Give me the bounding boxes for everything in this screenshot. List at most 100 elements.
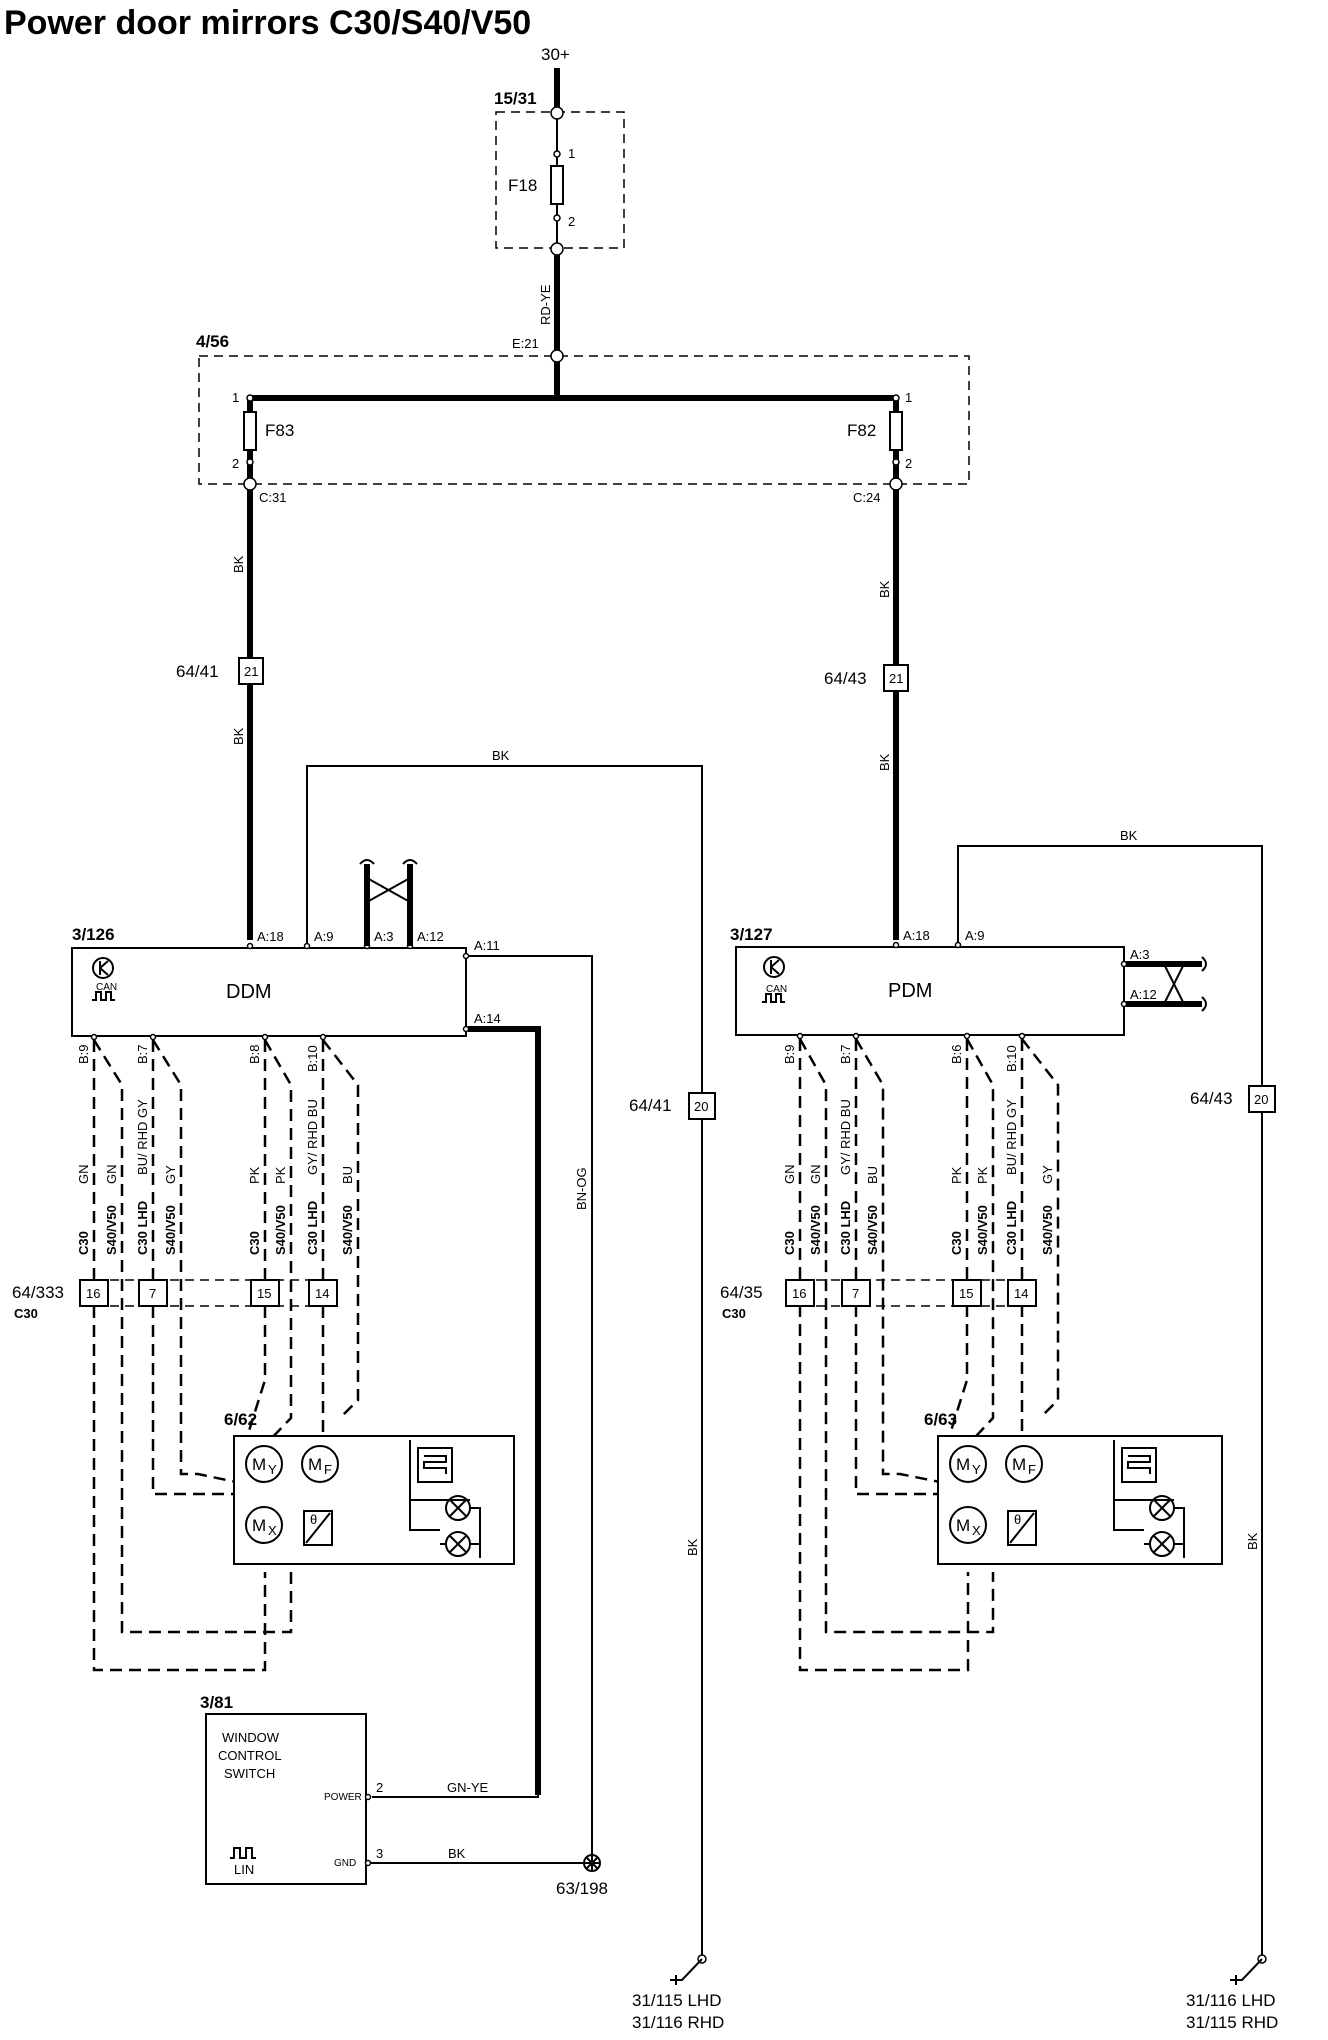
pdm-can-label: CAN	[766, 984, 787, 995]
mirror-right-motor-f: M	[1012, 1455, 1026, 1474]
ddm-harness-label-5-variant: C30	[247, 1231, 262, 1255]
connector-64-35-pin7-label: 7	[852, 1286, 859, 1301]
window-control-switch-line2: CONTROL	[218, 1748, 282, 1763]
ddm-harness-label-4-color: GY	[163, 1165, 178, 1184]
ddm-harness-label-8-color: BU	[340, 1166, 355, 1184]
ground-right-label-1: 31/116 LHD	[1186, 1991, 1275, 2010]
connector-64-35-pin7	[841, 1279, 871, 1307]
fusebox-15-31-in-terminal	[550, 106, 564, 120]
connector-64-43-label: 64/43	[824, 669, 867, 688]
mirror-left-motor-f: M	[308, 1455, 322, 1474]
f83-pin2-label: 2	[232, 456, 239, 471]
ddm-pin-b10	[319, 1033, 327, 1041]
window-control-switch-line1: WINDOW	[222, 1730, 280, 1745]
ddm-harness-label-1-color: GN	[76, 1165, 91, 1185]
pdm-pin-a18-label: A:18	[903, 928, 930, 943]
fusebox-4-56-input-pin: E:21	[512, 336, 539, 351]
fusebox-15-31-out-terminal	[550, 242, 564, 256]
mirror-right-motor-x-icon	[949, 1506, 987, 1544]
ground-left-label-1: 31/115 LHD	[632, 1991, 721, 2010]
ddm-can-label: CAN	[96, 982, 117, 993]
fusebox-4-56	[198, 355, 970, 485]
mirror-left-sensor-slash	[305, 1512, 331, 1544]
switch-ground-wire-label: BK	[448, 1846, 466, 1861]
pdm-harness-label-4-variant: S40/V50	[865, 1205, 880, 1255]
pdm-harness-label-6-color: PK	[975, 1166, 990, 1184]
mirror-right-sensor-symbol: θ	[1014, 1512, 1021, 1527]
mirror-left-motor-x-icon	[245, 1506, 283, 1544]
ddm-ground-wire-label: BK	[492, 748, 510, 763]
ground-point-label: 63/198	[556, 1879, 608, 1898]
pdm-control-unit-glyph	[770, 959, 780, 975]
ground-left-icon	[670, 1958, 703, 1985]
f18-pin2	[553, 214, 561, 222]
connector-64-43-pin21-label: 21	[889, 671, 903, 686]
gn-ye-wire-horizontal	[372, 1795, 539, 1798]
connector-64-35-pin15-label: 15	[959, 1286, 973, 1301]
pdm-harness-label-1-variant: C30	[782, 1231, 797, 1255]
f82-pin2-label: 2	[905, 456, 912, 471]
connector-64-333-pin7-label: 7	[149, 1286, 156, 1301]
connector-64-43-pin21	[883, 664, 909, 692]
connector-64-41-pin20	[688, 1092, 716, 1120]
ddm-pin-a12-label: A:12	[417, 929, 444, 944]
mirror-right-heater-element	[1127, 1455, 1151, 1474]
lin-bus-icon	[230, 1847, 256, 1859]
ddm-harness-wire-s40-gy	[151, 1039, 237, 1484]
pdm-ground-wire-lower-label: BK	[1245, 1532, 1260, 1550]
pdm-pin-b7-label: B:7	[838, 1044, 853, 1064]
mirror-left-motor-f-icon	[301, 1445, 339, 1483]
connector-64-41-pin21-label: 21	[244, 664, 258, 679]
fuse-f83	[243, 411, 257, 451]
connector-64-43-gnd-label: 64/43	[1190, 1089, 1233, 1108]
ddm-pin-b8	[261, 1033, 269, 1041]
pdm-harness-wire-s40-pk	[964, 1038, 995, 1449]
ddm-twisted-pair-icon	[366, 877, 411, 903]
fusebox-15-31-id: 15/31	[494, 89, 537, 108]
connector-64-35-pin14	[1007, 1279, 1037, 1307]
ddm-pin-a3-label: A:3	[374, 929, 394, 944]
switch-power-pin-label: 2	[376, 1780, 383, 1795]
mirror-left-motor-y-sub: Y	[268, 1462, 277, 1477]
ddm-id: 3/126	[72, 925, 115, 944]
pdm-harness-label-8-variant: S40/V50	[1040, 1205, 1055, 1255]
gn-ye-wire	[468, 1026, 541, 1795]
pdm-harness	[798, 1038, 1060, 1672]
pdm-can-icon	[762, 993, 785, 1003]
connector-64-333-pin16-label: 16	[86, 1286, 100, 1301]
ddm-pin-b7	[149, 1033, 157, 1041]
ddm-pin-a14-label: A:14	[474, 1011, 501, 1026]
pdm-pin-a12-label: A:12	[1130, 987, 1157, 1002]
mirror-right-motor-x: M	[956, 1516, 970, 1535]
pdm-power-wire-label-1: BK	[877, 580, 892, 598]
window-control-switch-line3: SWITCH	[224, 1766, 275, 1781]
ddm-control-unit-glyph	[99, 960, 109, 976]
connector-64-35-sub: C30	[722, 1306, 746, 1321]
lin-bus-label: LIN	[234, 1862, 254, 1877]
pdm-pin-b9	[796, 1032, 804, 1040]
fusebox-4-56-in-terminal	[550, 349, 564, 363]
ddm-harness-label-6-color: PK	[273, 1166, 288, 1184]
ddm-harness	[92, 1039, 360, 1672]
connector-64-41-pin20-label: 20	[694, 1099, 708, 1114]
pdm-harness-wire-s40-bu	[854, 1038, 941, 1484]
pdm-harness-label-4-color: BU	[865, 1166, 880, 1184]
ddm-pin-b9	[90, 1033, 98, 1041]
connector-64-333-pin15-label: 15	[257, 1286, 271, 1301]
f82-out-terminal	[889, 477, 903, 491]
ddm-harness-wire-s40-pk	[261, 1039, 293, 1449]
page-title: Power door mirrors C30/S40/V50	[4, 4, 531, 42]
connector-64-333-pin16	[79, 1279, 109, 1307]
connector-64-41-gnd-label: 64/41	[629, 1096, 672, 1115]
window-control-switch-id: 3/81	[200, 1693, 233, 1712]
ddm-pin-b10-label: B:10	[305, 1045, 320, 1072]
ddm-pin-a18	[246, 942, 254, 950]
pdm-pin-b6-label: B:6	[949, 1044, 964, 1064]
ddm-harness-label-3-color: BU/ RHD GY	[135, 1099, 150, 1175]
pdm-power-wire-label-2: BK	[877, 753, 892, 771]
ground-right-icon	[1230, 1958, 1263, 1985]
ddm-harness-label-5-color: PK	[247, 1166, 262, 1184]
mirror-right-motor-f-sub: F	[1028, 1462, 1036, 1477]
pdm-harness-label-5-variant: C30	[949, 1231, 964, 1255]
ddm-harness-label-2-color: GN	[104, 1165, 119, 1185]
